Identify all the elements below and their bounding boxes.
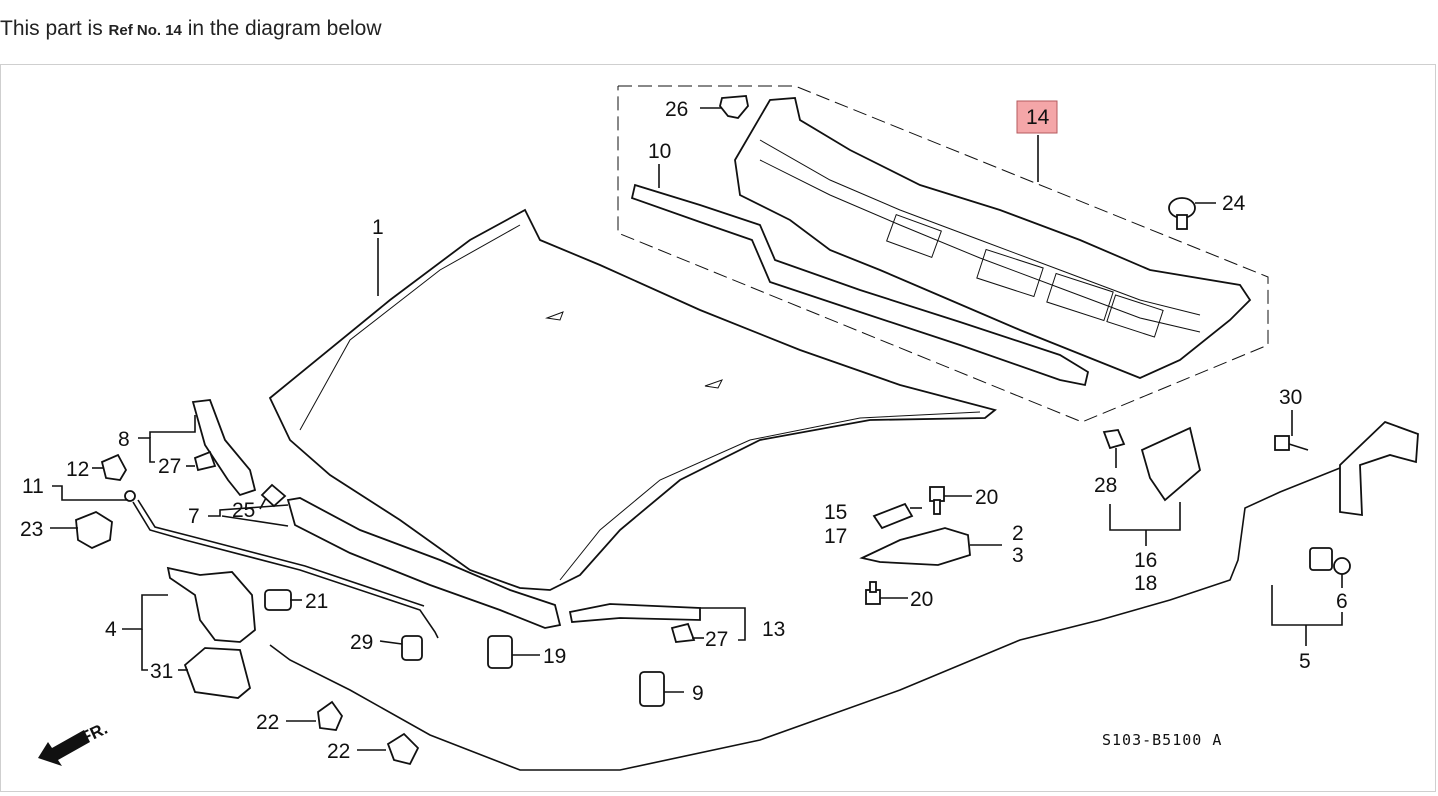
front-strip-7 — [286, 497, 562, 629]
callout-14: 14 — [1026, 106, 1050, 129]
intro-text: This part is Ref No. 14 in the diagram b… — [0, 17, 382, 41]
callout-3: 3 — [1012, 544, 1024, 567]
cushion-21 — [264, 589, 292, 611]
callout-23: 23 — [20, 518, 43, 541]
bracket-13 — [568, 603, 701, 623]
callout-2: 2 — [1012, 522, 1024, 545]
grommet-6 — [1309, 547, 1351, 575]
stopper-9 — [639, 671, 665, 707]
prop-rod-11 — [124, 490, 439, 639]
clip-28 — [1102, 429, 1126, 450]
callout-27-left: 27 — [158, 455, 181, 478]
clip-26 — [719, 95, 749, 119]
stopper-19 — [487, 635, 513, 669]
callout-7: 7 — [188, 505, 200, 528]
cushion-29 — [401, 635, 423, 661]
clip-25 — [260, 483, 287, 508]
callout-22-lower: 22 — [327, 740, 350, 763]
clip-27-right — [670, 622, 696, 643]
callout-17: 17 — [824, 525, 847, 548]
callout-5: 5 — [1299, 650, 1311, 673]
callout-26: 26 — [665, 98, 688, 121]
callout-12: 12 — [66, 458, 89, 481]
callout-11: 11 — [22, 475, 44, 498]
striker-15-17 — [872, 502, 914, 530]
bolt-30 — [1274, 435, 1309, 451]
release-cable-5 — [269, 420, 1419, 771]
clip-22-upper — [317, 700, 344, 731]
callout-10: 10 — [648, 140, 671, 163]
bumper-12 — [100, 453, 128, 481]
bolt-20-upper — [929, 486, 945, 515]
clip-27-left — [193, 450, 217, 472]
callout-20-lower: 20 — [910, 588, 933, 611]
callout-29: 29 — [350, 631, 373, 654]
callout-1: 1 — [372, 216, 384, 239]
intro-suffix: in the diagram below — [187, 17, 382, 40]
callout-9: 9 — [692, 682, 704, 705]
callout-6: 6 — [1336, 590, 1348, 613]
diagram-code: S103-B5100 A — [1102, 731, 1222, 749]
callout-4: 4 — [105, 618, 117, 641]
ref-number: Ref No. 14 — [108, 22, 182, 39]
hinge-2-3 — [859, 527, 971, 566]
callout-31: 31 — [150, 660, 173, 683]
callout-27-right: 27 — [705, 628, 728, 651]
ref-14-highlight — [1016, 100, 1058, 134]
holder-23 — [75, 510, 113, 550]
callout-21: 21 — [305, 590, 328, 613]
callout-20-upper: 20 — [975, 486, 998, 509]
callout-25: 25 — [232, 499, 255, 522]
callout-24: 24 — [1222, 192, 1246, 215]
callout-22-upper: 22 — [256, 711, 279, 734]
latch-cover-31 — [183, 647, 252, 699]
bolt-20-lower — [865, 581, 881, 605]
front-arrow-icon — [38, 730, 90, 766]
intro-prefix: This part is — [0, 17, 103, 40]
callout-19: 19 — [543, 645, 566, 668]
callout-15: 15 — [824, 501, 847, 524]
bracket-16-18 — [1140, 426, 1202, 502]
latch-4 — [166, 566, 256, 643]
callout-30: 30 — [1279, 386, 1302, 409]
callout-28: 28 — [1094, 474, 1117, 497]
callout-18: 18 — [1134, 572, 1157, 595]
bracket-8 — [191, 399, 257, 497]
seal-part — [630, 183, 1090, 387]
leader-lines — [50, 107, 1343, 751]
callout-16: 16 — [1134, 549, 1157, 572]
hood-part — [268, 208, 997, 591]
callout-13: 13 — [762, 618, 785, 641]
clip-24 — [1168, 197, 1196, 230]
cowl-top-part — [734, 97, 1252, 379]
clip-22-lower — [386, 732, 420, 766]
callout-8: 8 — [118, 428, 130, 451]
